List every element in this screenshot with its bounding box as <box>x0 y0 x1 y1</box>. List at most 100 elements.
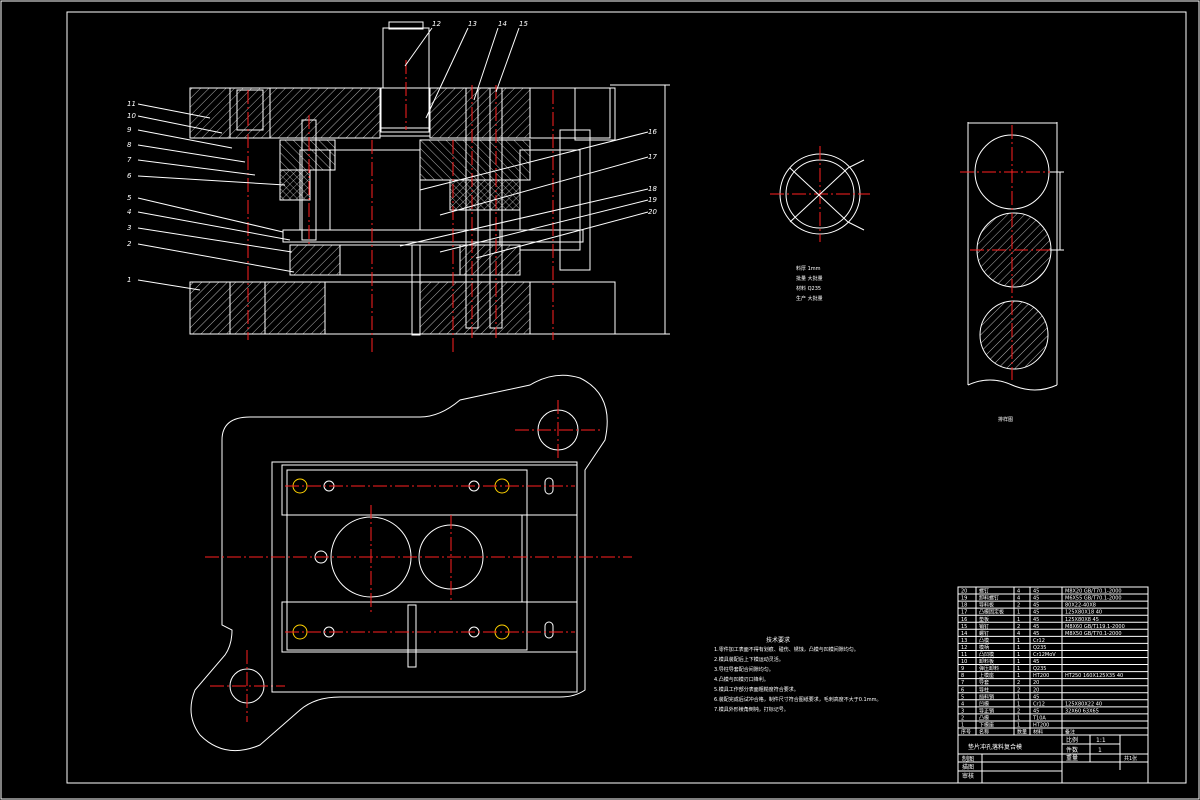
bom-cell: 凸模固定板 <box>979 609 1004 616</box>
bom-cell: 1 <box>1017 638 1020 644</box>
bom-cell: 1 <box>961 723 964 729</box>
bom-cell: 卸料板 <box>979 658 994 665</box>
part-label-17: 17 <box>648 153 657 161</box>
bom-cell: 20 <box>961 589 967 595</box>
bom-cell: 32X60 63X65 <box>1065 708 1099 714</box>
tech-req-line-4: 4.凸模与凹模刃口锋利。 <box>714 676 769 683</box>
part-note-2: 批量 大批量 <box>796 275 823 282</box>
bom-cell: 125X80X18 40 <box>1065 610 1102 616</box>
scale-label: 比例 <box>1066 736 1078 744</box>
bom-cell: 螺钉 <box>979 630 989 637</box>
assembly-section-view <box>189 21 670 355</box>
bom-cell: 5 <box>961 694 964 700</box>
bom-cell: 凸模 <box>979 637 989 644</box>
bom-cell: 9 <box>961 666 964 672</box>
bom-cell: 125X80X22 40 <box>1065 701 1102 707</box>
tech-req-title: 技术要求 <box>766 636 790 644</box>
bom-cell: 导正销 <box>979 707 994 714</box>
bom-cell: 45 <box>1033 610 1039 616</box>
bom-cell: 45 <box>1033 659 1039 665</box>
bom-cell: 8 <box>961 673 964 679</box>
part-label-13: 13 <box>468 20 477 28</box>
bom-cell: 1 <box>1017 715 1020 721</box>
part-label-12: 12 <box>432 20 441 28</box>
bom-cell: 垫板 <box>979 616 989 623</box>
drawing-title: 垫片冲孔落料复合模 <box>968 743 1022 751</box>
bom-cell: 凸凹模 <box>979 651 994 658</box>
bom-cell: 2 <box>1017 680 1020 686</box>
bom-cell: 弹压卸料 <box>979 665 999 672</box>
part-label-1: 1 <box>127 276 131 284</box>
tech-req-line-1: 1.零件加工表面不得有划痕、碰伤、锈蚀，凸模与凹模间隙均匀。 <box>714 646 859 653</box>
part-label-4: 4 <box>127 208 131 216</box>
bom-cell: 45 <box>1033 708 1039 714</box>
bom-cell: 1 <box>1017 723 1020 729</box>
checker-label: 描图 <box>962 763 974 771</box>
bom-cell: 卸料螺钉 <box>979 595 999 602</box>
bom-cell: HT200 <box>1033 673 1049 679</box>
bom-cell: Q235 <box>1033 666 1046 672</box>
bom-cell: 导料板 <box>979 602 994 609</box>
bom-cell: 11 <box>961 652 967 658</box>
part-label-20: 20 <box>648 208 657 216</box>
tech-req-line-6: 6.装配完成后试冲合格，制件尺寸符合图纸要求，毛刺高度不大于0.1mm。 <box>714 696 881 703</box>
drawing-frame <box>66 11 1187 784</box>
bom-cell: 45 <box>1033 589 1039 595</box>
bom-cell: 凸模 <box>979 714 989 721</box>
bom-cell: M6X55 GB/T70.1-2000 <box>1065 596 1122 602</box>
part-label-19: 19 <box>648 196 657 204</box>
tech-req-line-3: 3.导柱导套配合间隙均匀。 <box>714 666 774 673</box>
bom-cell: 导柱 <box>979 686 989 693</box>
bom-cell: 1 <box>1017 652 1020 658</box>
part-label-2: 2 <box>127 240 132 248</box>
bom-header-cell: 备注 <box>1065 729 1075 736</box>
part-label-10: 10 <box>127 112 136 120</box>
part-drawing: 料厚 1mm 批量 大批量 材料 Q235 生产 大批量 <box>770 146 870 302</box>
bom-cell: 12 <box>961 645 967 651</box>
scale-value: 1:1 <box>1096 737 1106 744</box>
bom-cell: 10 <box>961 659 967 665</box>
bom-header-cell: 名称 <box>979 729 989 736</box>
part-label-14: 14 <box>498 20 507 28</box>
bom-header-cell: 序号 <box>961 729 971 736</box>
tech-req-line-5: 5.模具工作部分表面粗糙度符合要求。 <box>714 686 799 693</box>
bom-cell: HT250 160X125X35 40 <box>1065 673 1123 679</box>
bom-cell: 挡料销 <box>979 693 994 700</box>
bom-cell: 45 <box>1033 631 1039 637</box>
bom-cell: 销钉 <box>979 623 989 630</box>
designer-label: 制图 <box>962 755 974 763</box>
bom-cell: T10A <box>1032 715 1046 721</box>
tech-req-line-2: 2.模具装配后上下模运动灵活。 <box>714 656 784 663</box>
title-block: 垫片冲孔落料复合模 比例 1:1 件数 1 重量 共1张 制图 描图 审核 <box>957 734 1149 784</box>
bom-cell: 导套 <box>979 679 989 686</box>
technical-requirements: 技术要求 1.零件加工表面不得有划痕、碰伤、锈蚀，凸模与凹模间隙均匀。 2.模具… <box>714 636 881 713</box>
part-note-4: 生产 大批量 <box>796 295 823 302</box>
bom-cell: 2 <box>1017 603 1020 609</box>
bom-cell: 1 <box>1017 610 1020 616</box>
bom-cell: 13 <box>961 638 967 644</box>
bom-cell: 15 <box>961 624 967 630</box>
bom-cell: 4 <box>1017 589 1020 595</box>
bom-cell: 45 <box>1033 596 1039 602</box>
part-label-9: 9 <box>127 126 132 134</box>
strip-caption: 排样图 <box>998 416 1013 423</box>
part-label-5: 5 <box>127 194 132 202</box>
bom-cell: 19 <box>961 596 967 602</box>
part-label-8: 8 <box>127 141 132 149</box>
approver-label: 审核 <box>962 772 974 780</box>
bom-cell: 4 <box>1017 631 1020 637</box>
bom-cell: 20 <box>1033 680 1039 686</box>
strip-layout: 排样图 <box>960 122 1065 423</box>
bom-cell: 16 <box>961 617 967 623</box>
bom-cell: 1 <box>1017 645 1020 651</box>
bom-cell: 1 <box>1017 617 1020 623</box>
bom-cell: 2 <box>961 715 964 721</box>
bom-cell: 14 <box>961 631 967 637</box>
part-label-15: 15 <box>519 20 528 28</box>
qty-label: 件数 <box>1066 746 1078 754</box>
bom-cell: 3 <box>961 708 964 714</box>
